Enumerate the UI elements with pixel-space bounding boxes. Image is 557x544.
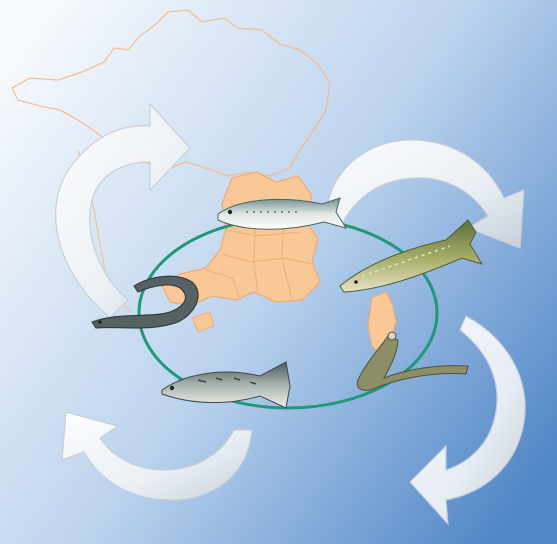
diagram-scene (0, 0, 557, 544)
migratory-fish-diagram (0, 0, 557, 544)
